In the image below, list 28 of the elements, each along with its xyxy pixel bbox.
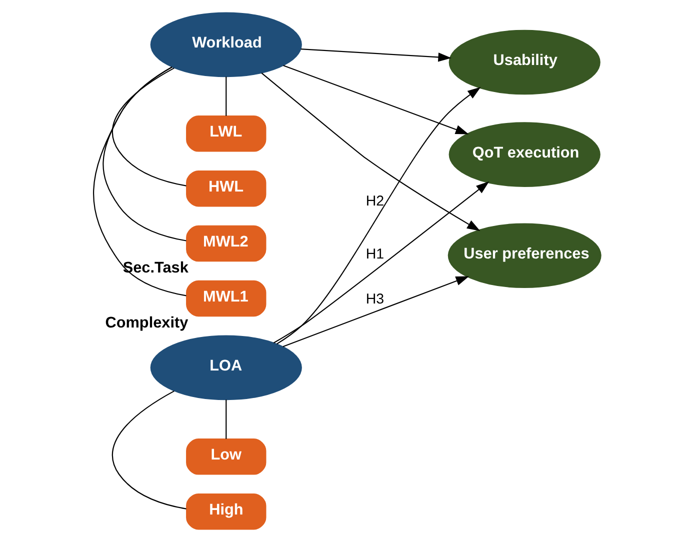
arrow <box>282 276 469 348</box>
node-ellipse: User preferences <box>447 223 601 288</box>
node-box: Low <box>186 438 266 475</box>
node-ellipse: QoT execution <box>448 122 600 187</box>
node-box: HWL <box>186 170 266 207</box>
node-box: High <box>186 493 266 530</box>
node-ellipse: Usability <box>448 30 600 95</box>
node-label: Sec.Task <box>122 259 188 276</box>
node-box: MWL2 <box>186 225 266 262</box>
connector <box>112 390 186 510</box>
node-label: Complexity <box>104 314 188 332</box>
node-ellipse: Workload <box>150 12 302 78</box>
edge-label: H3 <box>365 291 384 308</box>
connector <box>112 68 186 186</box>
connector <box>225 76 226 116</box>
edge-label: H1 <box>365 246 384 262</box>
edge-label: H2 <box>365 194 384 210</box>
arrow <box>282 64 468 134</box>
connector <box>92 66 186 296</box>
node-ellipse: LOA <box>150 335 302 400</box>
arrow <box>276 87 480 344</box>
connector <box>102 66 186 242</box>
arrow <box>260 72 480 232</box>
arrow <box>300 48 451 62</box>
arrow <box>272 181 489 344</box>
connector <box>225 400 226 439</box>
node-box: LWL <box>186 116 266 152</box>
node-box: MWL1 <box>186 280 266 317</box>
